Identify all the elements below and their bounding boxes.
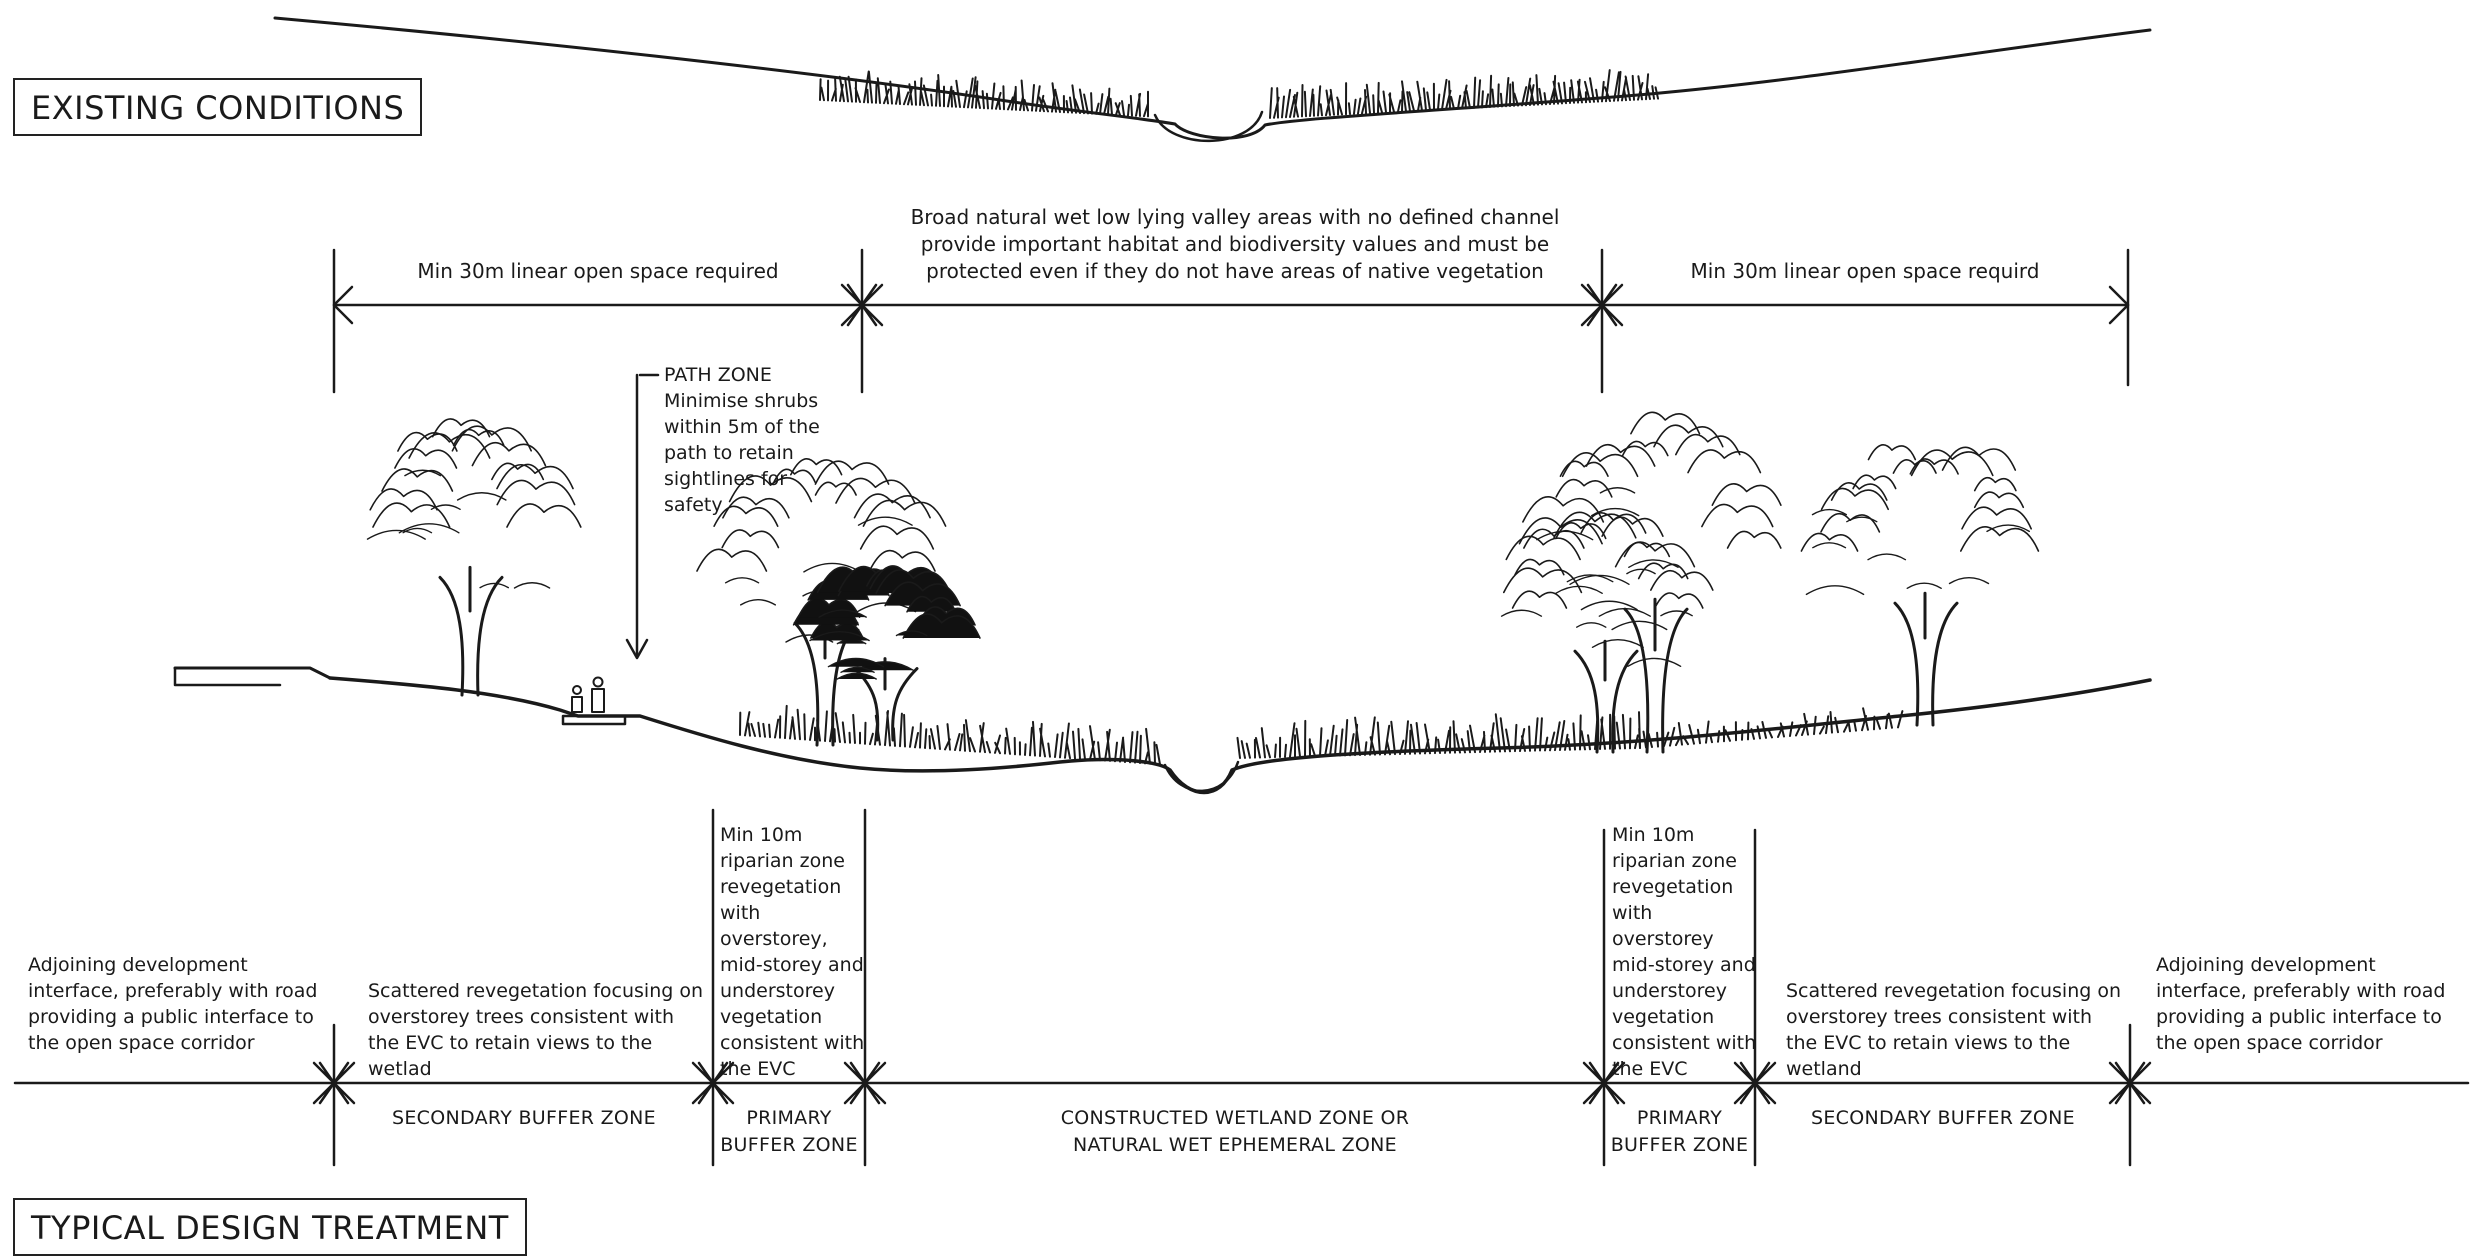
grass-tufts [1638, 707, 1904, 749]
grass-tufts [1269, 69, 1659, 119]
grass-tufts [1236, 711, 1641, 759]
secondary-buffer-zone-right: SECONDARY BUFFER ZONE [1811, 1107, 2075, 1129]
tree [1522, 411, 1782, 754]
zone-boundary-arrows [312, 1061, 2152, 1105]
grass-tufts [739, 704, 1161, 766]
section-grass [739, 704, 1904, 766]
section-terrain-line [328, 676, 2152, 795]
existing-terrain-line [273, 16, 2152, 140]
path-zone-heading: PATH ZONE [664, 364, 772, 386]
path-zone-arrow [625, 373, 660, 660]
top-dimension-lines [332, 248, 2130, 394]
left-open-space-label: Min 30m linear open space required [417, 259, 779, 283]
grass-tufts [819, 70, 1149, 118]
road-surface [173, 666, 332, 680]
top-dimension-arrows [332, 283, 2130, 327]
riparian-left-note: Min 10m riparian zone revegetation with … [720, 824, 865, 1080]
adjoining-right-note: Adjoining development interface, prefera… [2156, 954, 2446, 1054]
path-platform [561, 714, 627, 726]
existing-channel [1153, 110, 1264, 143]
primary-buffer-zone-right: PRIMARY BUFFER ZONE [1610, 1107, 1749, 1156]
path-zone-note: PATH ZONE Minimise shrubs within 5m of t… [664, 362, 834, 518]
zone-boundary-lines [13, 808, 2470, 1167]
typical-design-title: TYPICAL DESIGN TREATMENT [13, 1198, 527, 1256]
existing-grass [819, 69, 1659, 119]
path-zone-text: Minimise shrubs within 5m of the path to… [664, 390, 820, 516]
primary-buffer-zone-left: PRIMARY BUFFER ZONE [720, 1107, 858, 1156]
tree [366, 418, 582, 697]
right-open-space-label: Min 30m linear open space requird [1690, 259, 2040, 283]
secondary-buffer-zone-left: SECONDARY BUFFER ZONE [392, 1107, 656, 1129]
people-figures [571, 676, 605, 713]
riparian-right-note: Min 10m riparian zone revegetation with … [1612, 824, 1757, 1080]
tree [1800, 444, 2040, 727]
tree [1500, 511, 1714, 754]
valley-description: Broad natural wet low lying valley areas… [910, 205, 1560, 283]
dark-shrub-tree [792, 565, 981, 742]
scattered-left-note: Scattered revegetation focusing on overs… [368, 980, 704, 1080]
section-channel [1163, 760, 1240, 793]
wetland-zone: CONSTRUCTED WETLAND ZONE OR NATURAL WET … [1060, 1107, 1410, 1156]
existing-conditions-title: EXISTING CONDITIONS [13, 78, 423, 136]
scattered-right-note: Scattered revegetation focusing on overs… [1786, 980, 2122, 1080]
road-edge [173, 666, 282, 687]
adjoining-left-note: Adjoining development interface, prefera… [28, 954, 318, 1054]
trees [366, 411, 2040, 754]
